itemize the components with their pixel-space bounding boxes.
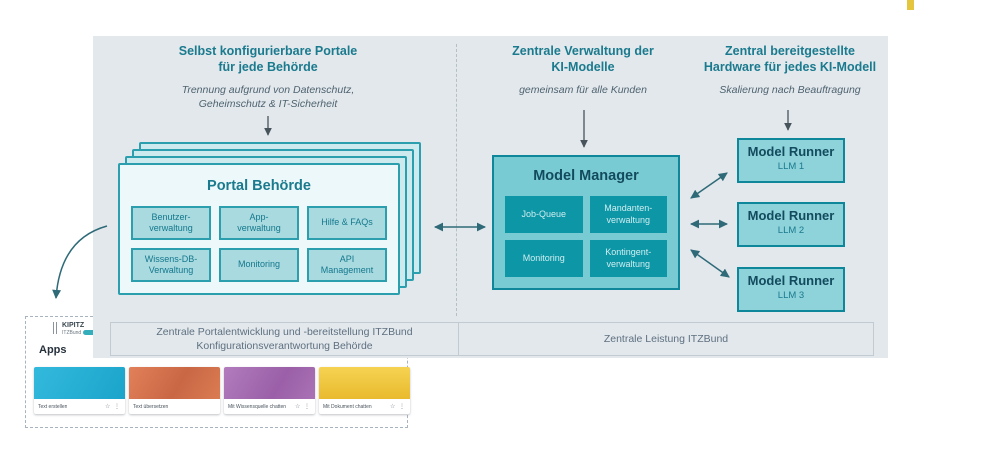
page-accent-mark (907, 0, 914, 10)
portal-behoerde-box: Portal Behörde Benutzer-verwaltung App-v… (118, 163, 400, 295)
app-card-label: Text erstellen (38, 403, 68, 410)
responsibility-left: Zentrale Portalentwicklung und -bereitst… (111, 323, 459, 355)
app-card-thumbnail (224, 367, 315, 399)
favorite-star-icon: ☆ ⋮ (294, 404, 311, 410)
mm-kontingentverwaltung: Kontingent-verwaltung (589, 240, 667, 277)
kipitz-logo-subtitle: ITZBund (62, 329, 82, 336)
responsibility-row: Zentrale Portalentwicklung und -bereitst… (110, 322, 874, 356)
runner-title: Model Runner (747, 144, 835, 159)
app-card-label: Text übersetzen (133, 403, 169, 410)
apps-heading: Apps (39, 344, 67, 356)
runner-title: Model Runner (747, 208, 835, 223)
mm-mandantenverwaltung: Mandanten-verwaltung (589, 196, 667, 233)
model-manager-box: Model Manager Job-Queue Mandanten-verwal… (492, 155, 680, 290)
module-benutzerverwaltung: Benutzer-verwaltung (131, 206, 211, 240)
favorite-star-icon: ☆ ⋮ (389, 404, 406, 410)
app-card-wissensquelle-chatten: Mit Wissensquelle chatten ☆ ⋮ (224, 367, 315, 414)
model-runner-llm3: Model Runner LLM 3 (737, 267, 845, 312)
mm-monitoring: Monitoring (505, 240, 583, 277)
app-card-label: Mit Wissensquelle chatten (228, 403, 287, 410)
runner-subtitle: LLM 3 (777, 289, 805, 301)
runner-subtitle: LLM 1 (777, 160, 805, 172)
app-card-thumbnail (34, 367, 125, 399)
module-wissens-db: Wissens-DB-Verwaltung (131, 248, 211, 282)
module-monitoring: Monitoring (219, 248, 299, 282)
section-divider-dashed (456, 44, 457, 316)
mm-job-queue: Job-Queue (505, 196, 583, 233)
column-subtitle: Trennung aufgrund von Datenschutz,Geheim… (181, 84, 355, 110)
app-card-thumbnail (129, 367, 220, 399)
app-card-label: Mit Dokument chatten (323, 403, 372, 410)
kipitz-logo-title: KIPITZ (62, 322, 85, 329)
app-cards-row: Text erstellen ☆ ⋮ Text übersetzen Mit W… (34, 367, 410, 414)
responsibility-right: Zentrale Leistung ITZBund (603, 332, 729, 345)
favorite-star-icon: ☆ ⋮ (104, 404, 121, 410)
module-appverwaltung: App-verwaltung (219, 206, 299, 240)
app-card-thumbnail (319, 367, 410, 399)
runner-subtitle: LLM 2 (777, 224, 805, 236)
model-manager-title: Model Manager (533, 168, 639, 184)
portal-modules-grid: Benutzer-verwaltung App-verwaltung Hilfe… (131, 206, 387, 282)
model-runner-llm2: Model Runner LLM 2 (737, 202, 845, 247)
app-card-text-uebersetzen: Text übersetzen (129, 367, 220, 414)
model-runner-llm1: Model Runner LLM 1 (737, 138, 845, 183)
portal-title: Portal Behörde (207, 178, 311, 194)
model-manager-grid: Job-Queue Mandanten-verwaltung Monitorin… (505, 196, 667, 277)
column-subtitle: gemeinsam für alle Kunden (519, 84, 647, 97)
module-hilfe-faqs: Hilfe & FAQs (307, 206, 387, 240)
app-card-dokument-chatten: Mit Dokument chatten ☆ ⋮ (319, 367, 410, 414)
kipitz-logo-icon (53, 322, 59, 334)
app-card-text-erstellen: Text erstellen ☆ ⋮ (34, 367, 125, 414)
runner-title: Model Runner (747, 273, 835, 288)
column-subtitle: Skalierung nach Beauftragung (719, 84, 861, 97)
